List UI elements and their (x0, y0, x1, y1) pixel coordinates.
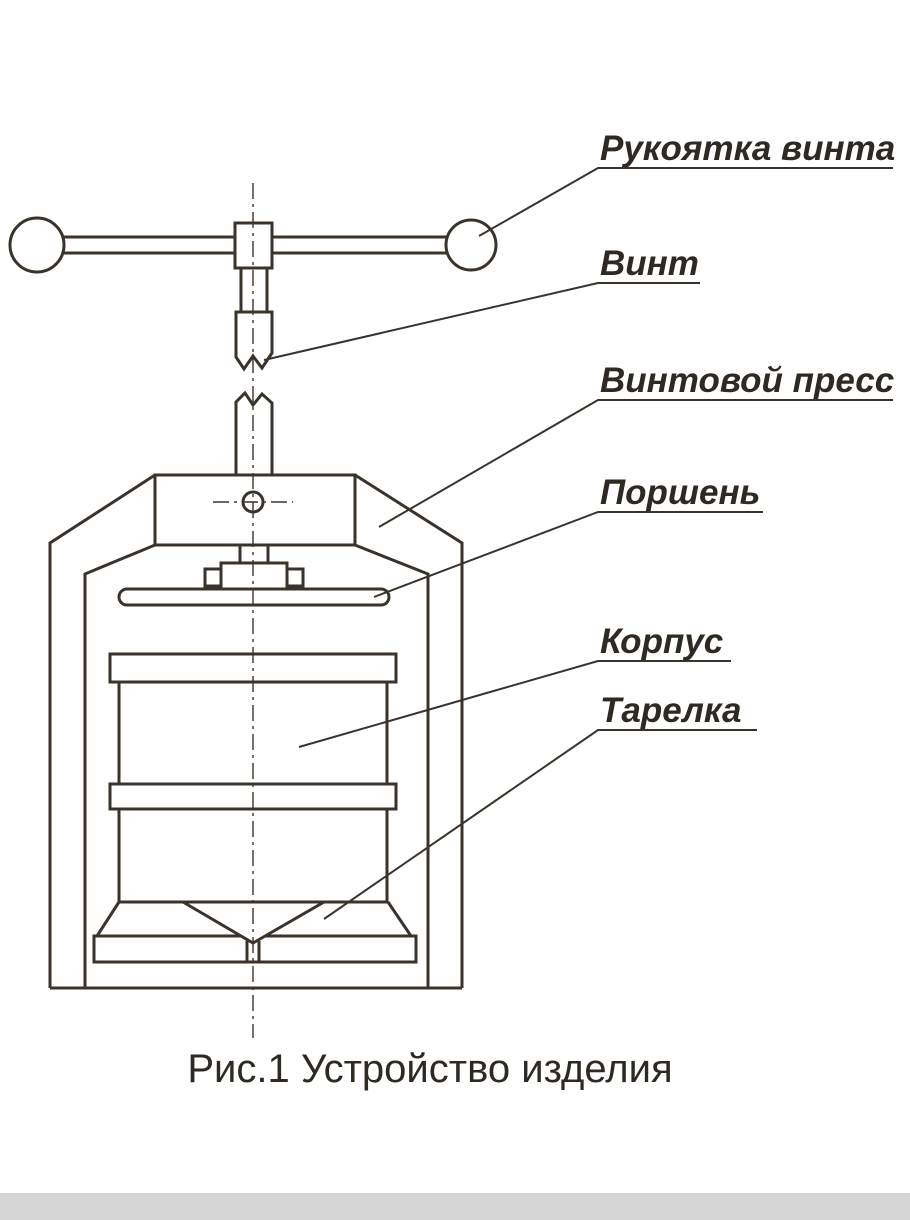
piston-hub-tab-right (285, 567, 305, 588)
piston-hub-tab-left (203, 567, 223, 588)
figure-caption: Рис.1 Устройство изделия (187, 1047, 672, 1091)
plate-slant-right (386, 901, 413, 937)
frame-left-outer (48, 473, 156, 988)
callout-handle: Рукоятка винта (478, 129, 895, 237)
leader-body (298, 660, 731, 748)
screw-neck (239, 266, 269, 314)
piston-plate (117, 587, 391, 607)
callout-press: Винтовой пресс (378, 361, 894, 528)
leader-screw (263, 282, 700, 361)
label-body: Корпус (600, 622, 723, 661)
handle-ball-right (444, 218, 498, 272)
leader-handle (478, 167, 893, 237)
plate-slant-left (95, 901, 121, 937)
screw-lower-section (234, 390, 274, 477)
leader-press (378, 399, 893, 528)
label-piston: Поршень (600, 473, 760, 512)
footer-strip (0, 1193, 910, 1220)
leader-plate (323, 729, 757, 920)
label-plate: Тарелка (600, 691, 742, 730)
piston-hub (219, 561, 289, 593)
callout-plate: Тарелка (323, 691, 757, 920)
leader-piston (373, 511, 763, 598)
callout-piston: Поршень (373, 473, 763, 598)
callout-body: Корпус (298, 622, 731, 748)
callout-screw: Винт (263, 244, 700, 361)
screw-upper-section (234, 310, 274, 372)
label-press: Винтовой пресс (600, 361, 894, 400)
label-handle: Рукоятка винта (600, 129, 895, 168)
handle-ball-left (8, 216, 66, 274)
label-screw: Винт (600, 244, 699, 283)
frame-right-outer (354, 473, 464, 988)
frame-left-inner (83, 543, 156, 988)
frame-right-inner (354, 543, 430, 988)
